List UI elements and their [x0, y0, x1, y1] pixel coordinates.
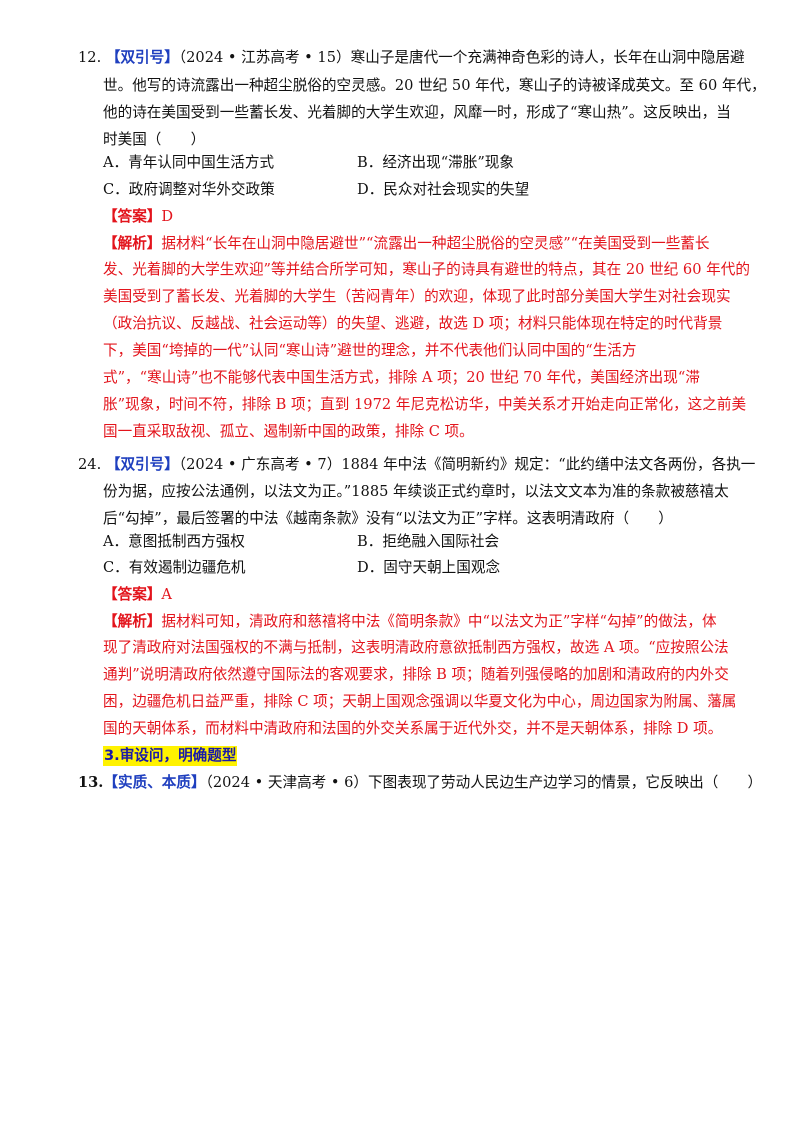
q12-header-line: 12. 【双引号】（2024 • 江苏高考 • 15）寒山子是唐代一个充满神奇色… — [78, 48, 745, 68]
q12-stem-line-2: 世。他写的诗流露出一种超尘脱俗的空灵感。20 世纪 50 年代，寒山子的诗被译成… — [103, 77, 766, 94]
q12-option-c: C．政府调整对华外交政策 — [103, 181, 275, 198]
q12-option-b: B．经济出现“滞胀”现象 — [357, 154, 514, 171]
q24-answer-value: A — [161, 586, 172, 603]
q24-analysis-line-2: 现了清政府对法国强权的不满与抵制，这表明清政府意欲抵制西方强权，故选 A 项。“… — [103, 639, 729, 656]
q13-source: （2024 • 天津高考 • 6） — [205, 774, 369, 791]
q12-source: （2024 • 江苏高考 • 15） — [178, 49, 351, 66]
q12-answer: 【答案】D — [103, 207, 173, 227]
q24-analysis-line-3: 通判”说明清政府依然遵守国际法的客观要求，排除 B 项；随着列强侵略的加剧和清政… — [103, 666, 729, 683]
q12-stem-line-3: 他的诗在美国受到一些蓄长发、光着脚的大学生欢迎，风靡一时，形成了“寒山热”。这反… — [103, 104, 731, 121]
q12-analysis-line-8: 国一直采取敌视、孤立、遏制新中国的政策，排除 C 项。 — [103, 423, 474, 440]
q13-header-line: 13.【实质、本质】（2024 • 天津高考 • 6）下图表现了劳动人民边生产边… — [78, 773, 762, 793]
q13-tag: 【实质、本质】 — [103, 774, 206, 791]
q24-option-d: D．固守天朝上国观念 — [357, 559, 501, 576]
q12-analysis-line-1: 【解析】据材料“长年在山洞中隐居避世”“流露出一种超尘脱俗的空灵感”“在美国受到… — [103, 234, 709, 254]
q12-option-d: D．民众对社会现实的失望 — [357, 181, 530, 198]
q24-analysis-line-4: 困，边疆危机日益严重，排除 C 项；天朝上国观念强调以华夏文化为中心，周边国家为… — [103, 693, 737, 710]
q24-analysis-text-1: 据材料可知，清政府和慈禧将中法《简明条款》中“以法文为正”字样“勾掉”的做法，体 — [161, 613, 717, 630]
q12-analysis-line-2: 发、光着脚的大学生欢迎”等并结合所学可知，寒山子的诗具有避世的特点，其在 20 … — [103, 261, 750, 278]
q12-analysis-text-1: 据材料“长年在山洞中隐居避世”“流露出一种超尘脱俗的空灵感”“在美国受到一些蓄长 — [161, 235, 710, 252]
q12-option-a: A．青年认同中国生活方式 — [103, 154, 275, 171]
q24-stem-line-3: 后“勾掉”，最后签署的中法《越南条款》没有“以法文为正”字样。这表明清政府（ ） — [103, 510, 673, 527]
q24-number: 24. — [78, 456, 102, 473]
q12-analysis-line-3: 美国受到了蓄长发、光着脚的大学生（苦闷青年）的欢迎，体现了此时部分美国大学生对社… — [103, 288, 731, 305]
q12-stem-line-1: 寒山子是唐代一个充满神奇色彩的诗人，长年在山洞中隐居避 — [350, 49, 745, 66]
q24-answer-label: 【答案】 — [103, 586, 162, 603]
q24-source: （2024 • 广东高考 • 7） — [178, 456, 342, 473]
q24-analysis-line-5: 国的天朝体系，而材料中清政府和法国的外交关系属于近代外交，并不是天朝体系，排除 … — [103, 720, 723, 737]
q24-header-line: 24. 【双引号】（2024 • 广东高考 • 7）1884 年中法《简明新约》… — [78, 455, 755, 475]
q13-number: 13. — [78, 774, 104, 791]
q24-analysis-line-1: 【解析】据材料可知，清政府和慈禧将中法《简明条款》中“以法文为正”字样“勾掉”的… — [103, 612, 717, 632]
q24-stem-line-2: 份为据，应按公法通例，以法文为正。”1885 年续谈正式约章时，以法文文本为准的… — [103, 483, 729, 500]
q12-analysis-line-6: 式”，“寒山诗”也不能够代表中国生活方式，排除 A 项；20 世纪 70 年代，… — [103, 369, 700, 386]
q24-stem-line-1: 1884 年中法《简明新约》规定：“此约缮中法文各两份，各执一 — [341, 456, 756, 473]
q12-answer-value: D — [161, 208, 174, 225]
q13-stem: 下图表现了劳动人民边生产边学习的情景，它反映出（ ） — [368, 774, 763, 791]
q12-answer-label: 【答案】 — [103, 208, 162, 225]
q24-option-c: C．有效遏制边疆危机 — [103, 559, 246, 576]
q12-analysis-line-7: 胀”现象，时间不符，排除 B 项；直到 1972 年尼克松访华，中美关系才开始走… — [103, 396, 747, 413]
q24-answer: 【答案】A — [103, 585, 172, 605]
q24-analysis-label: 【解析】 — [103, 613, 162, 630]
q12-analysis-line-4: （政治抗议、反越战、社会运动等）的失望、逃避，故选 D 项；材料只能体现在特定的… — [103, 315, 723, 332]
q12-analysis-label: 【解析】 — [103, 235, 162, 252]
q12-number: 12. — [78, 49, 102, 66]
q24-tag: 【双引号】 — [105, 456, 179, 473]
q12-analysis-line-5: 下，美国“垮掉的一代”认同“寒山诗”避世的理念，并不代表他们认同中国的“生活方 — [103, 342, 637, 359]
q12-tag: 【双引号】 — [105, 49, 179, 66]
q24-option-a: A．意图抵制西方强权 — [103, 533, 245, 550]
section-3-title: 3.审设问，明确题型 — [103, 746, 238, 766]
q24-option-b: B．拒绝融入国际社会 — [357, 533, 500, 550]
q12-stem-line-4: 时美国（ ） — [103, 131, 206, 148]
